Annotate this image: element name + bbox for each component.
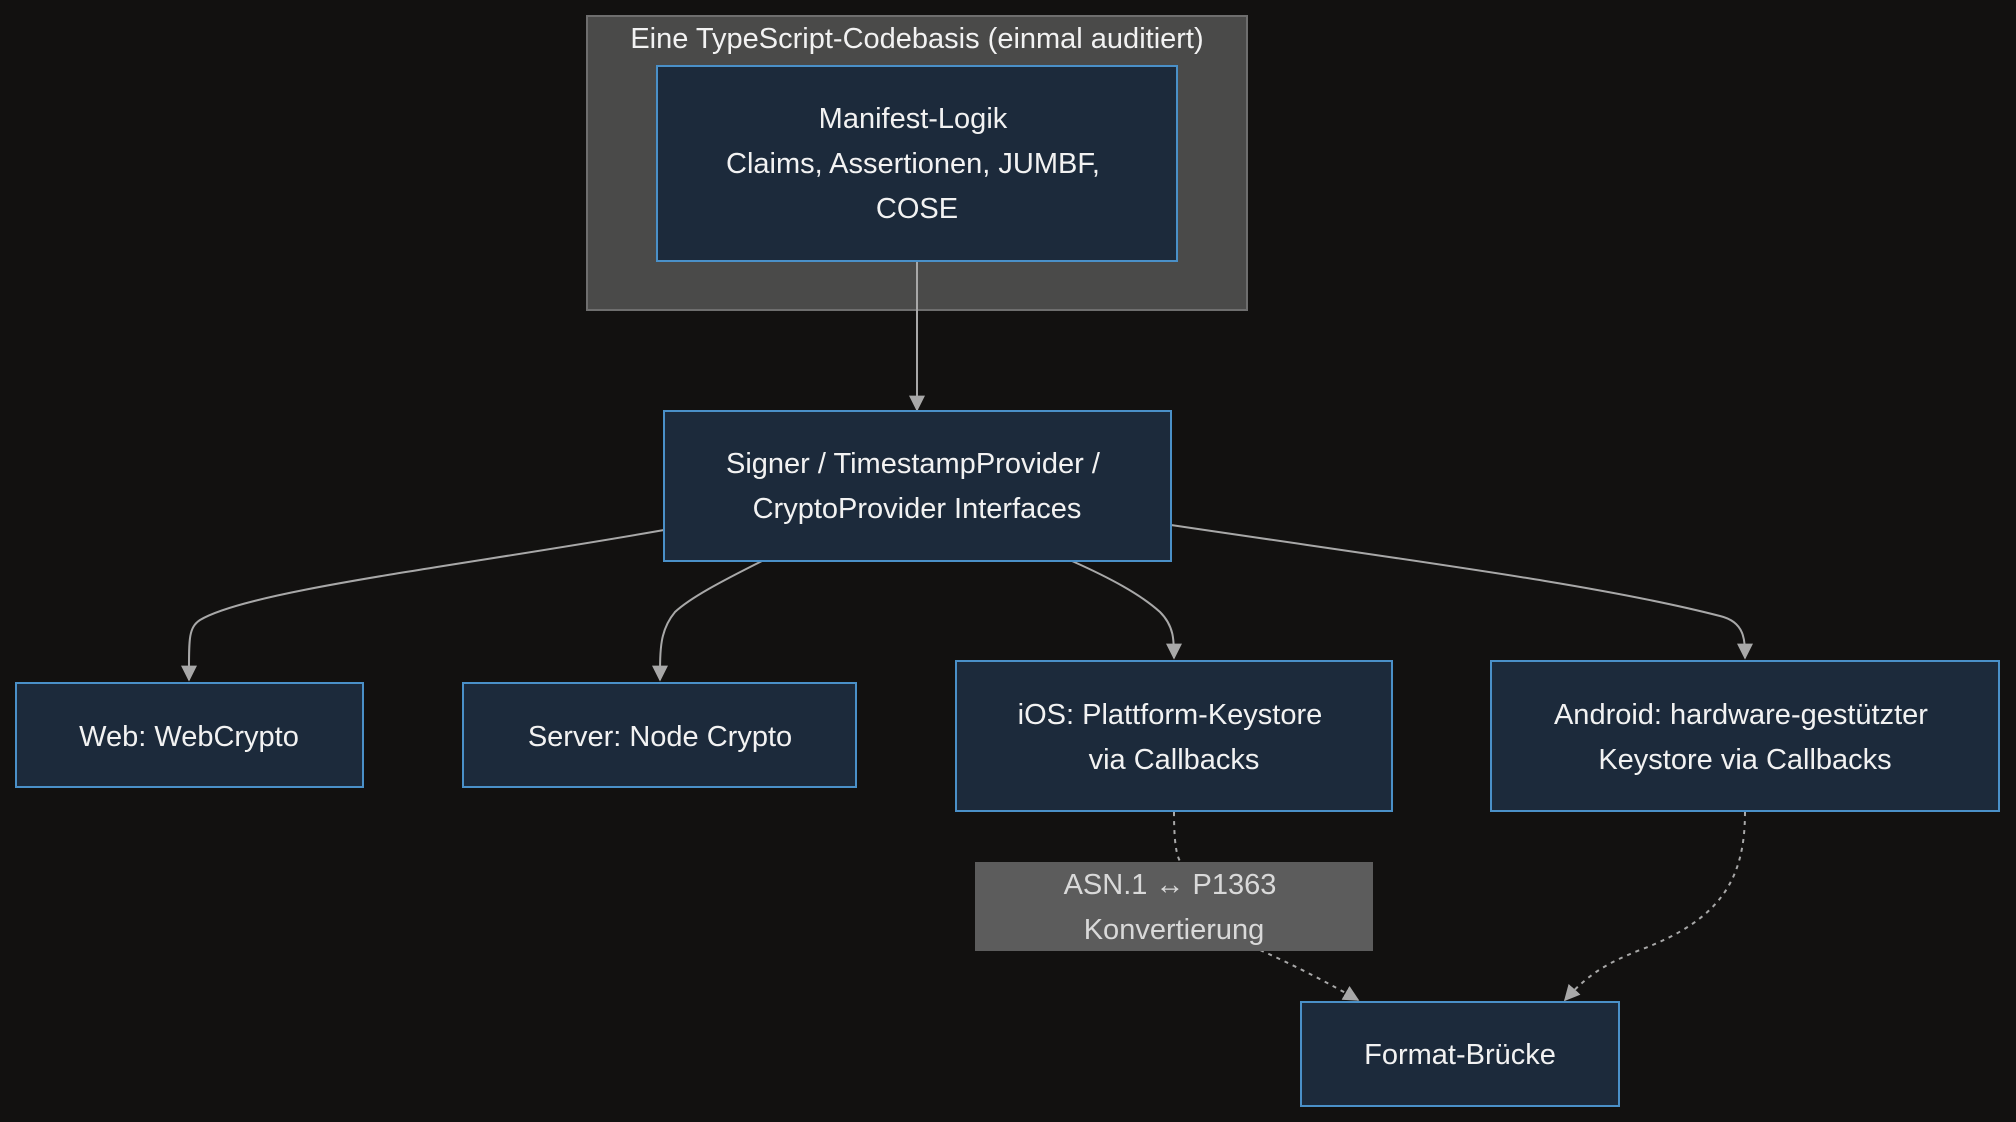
node-android-keystore: Android: hardware-gestützter Keystore vi… <box>1490 660 2000 812</box>
edge-android-to-bridge <box>1563 811 1746 1002</box>
edge-label-box <box>975 862 1373 951</box>
edge-label-line-2: Konvertierung <box>1084 914 1265 946</box>
node-android-text: Android: hardware-gestützter Keystore vi… <box>1554 699 1936 776</box>
edge-label-line-1: ASN.1 ↔ P1363 <box>1064 869 1277 901</box>
node-web-box <box>15 682 364 788</box>
node-manifest-text: Manifest-Logik Claims, Assertionen, JUMB… <box>726 103 1108 225</box>
node-manifest-line-2: Claims, Assertionen, JUMBF, <box>726 148 1100 180</box>
edges <box>180 262 1753 1002</box>
node-bridge-line-1: Format-Brücke <box>1364 1039 1556 1071</box>
node-bridge-text: Format-Brücke <box>1364 1039 1556 1071</box>
node-provider-interfaces: Signer / TimestampProvider / CryptoProvi… <box>663 410 1172 562</box>
edge-interfaces-to-android <box>1170 524 1753 660</box>
node-ios-keystore: iOS: Plattform-Keystore via Callbacks <box>955 660 1393 812</box>
node-format-bridge: Format-Brücke <box>1300 1001 1620 1107</box>
node-interfaces-line-2: CryptoProvider Interfaces <box>753 493 1082 525</box>
node-interfaces-box <box>663 410 1172 562</box>
node-server-text: Server: Node Crypto <box>528 721 792 753</box>
node-manifest-box <box>656 65 1178 262</box>
edge-interfaces-to-web <box>180 529 665 682</box>
node-interfaces-line-1: Signer / TimestampProvider / <box>726 448 1101 480</box>
node-ios-line-2: via Callbacks <box>1089 744 1260 776</box>
node-android-line-2: Keystore via Callbacks <box>1598 744 1891 776</box>
node-manifest-logic: Manifest-Logik Claims, Assertionen, JUMB… <box>656 65 1178 262</box>
node-server-line-1: Server: Node Crypto <box>528 721 792 753</box>
node-web-text: Web: WebCrypto <box>79 721 299 753</box>
edge-interfaces-to-server <box>652 560 763 682</box>
node-manifest-line-3: COSE <box>876 193 958 225</box>
edge-label-conversion: ASN.1 ↔ P1363 Konvertierung <box>975 862 1373 951</box>
node-interfaces-text: Signer / TimestampProvider / CryptoProvi… <box>726 448 1108 525</box>
node-server-box <box>462 682 857 788</box>
codebase-group-label: Eine TypeScript-Codebasis (einmal auditi… <box>630 23 1203 55</box>
node-web-line-1: Web: WebCrypto <box>79 721 299 753</box>
node-android-box <box>1490 660 2000 812</box>
node-android-line-1: Android: hardware-gestützter <box>1554 699 1928 731</box>
edge-ios-to-bridge <box>1173 811 1358 1000</box>
node-ios-box <box>955 660 1393 812</box>
edge-interfaces-to-ios <box>1071 560 1182 660</box>
node-web-webcrypto: Web: WebCrypto <box>15 682 364 788</box>
edge-label-text: ASN.1 ↔ P1363 Konvertierung <box>1064 869 1285 946</box>
node-ios-line-1: iOS: Plattform-Keystore <box>1018 699 1323 731</box>
node-ios-text: iOS: Plattform-Keystore via Callbacks <box>1018 699 1331 776</box>
node-server-node-crypto: Server: Node Crypto <box>462 682 857 788</box>
node-bridge-box <box>1300 1001 1620 1107</box>
node-manifest-line-1: Manifest-Logik <box>819 103 1008 135</box>
